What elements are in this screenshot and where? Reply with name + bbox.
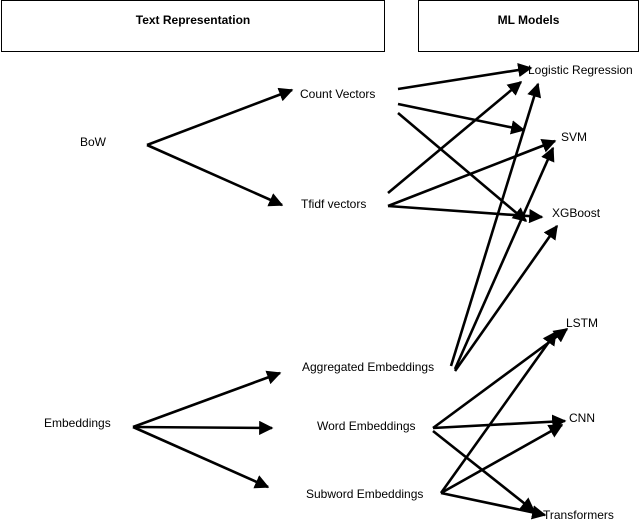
node-xgboost: XGBoost	[552, 206, 601, 220]
node-word-embeddings: Word Embeddings	[317, 419, 416, 433]
edge-aggregated-embeddings-to-xgboost	[453, 224, 559, 372]
edge-tfidf-vectors-to-svm	[387, 139, 557, 208]
node-bow: BoW	[80, 135, 107, 149]
node-count-vectors: Count Vectors	[300, 87, 376, 101]
node-aggregated-embeddings: Aggregated Embeddings	[302, 360, 435, 374]
node-logistic-regression: Logistic Regression	[528, 63, 633, 77]
edge-aggregated-embeddings-to-logistic-regression	[449, 82, 542, 367]
edge-tfidf-vectors-to-xgboost	[387, 204, 544, 224]
node-lstm: LSTM	[566, 316, 599, 330]
node-tfidf-vectors: Tfidf vectors	[301, 197, 367, 211]
node-svm: SVM	[561, 130, 588, 144]
edge-embeddings-to-subword-embeddings	[132, 425, 270, 489]
header-ml-models: ML Models	[418, 0, 639, 52]
edge-subword-embeddings-to-lstm	[439, 330, 558, 494]
node-embeddings: Embeddings	[44, 416, 111, 430]
edge-embeddings-to-word-embeddings	[132, 420, 274, 436]
node-transformers: Transformers	[543, 508, 614, 522]
node-cnn: CNN	[569, 411, 595, 425]
edge-aggregated-embeddings-to-svm	[453, 146, 555, 370]
edge-tfidf-vectors-to-logistic-regression	[387, 81, 523, 194]
header-text-representation: Text Representation	[1, 0, 385, 52]
edge-embeddings-to-aggregated-embeddings	[132, 370, 282, 429]
edge-word-embeddings-to-transformers	[432, 429, 536, 513]
edge-count-vectors-to-svm	[397, 102, 526, 135]
edge-bow-to-count-vectors	[146, 87, 294, 147]
edge-subword-embeddings-to-cnn	[440, 423, 564, 495]
edge-word-embeddings-to-cnn	[432, 414, 567, 430]
node-subword-embeddings: Subword Embeddings	[306, 487, 424, 501]
edge-subword-embeddings-to-transformers	[440, 491, 547, 520]
edge-count-vectors-to-xgboost	[397, 112, 528, 222]
edge-bow-to-tfidf-vectors	[146, 143, 284, 207]
edge-count-vectors-to-logistic-regression	[397, 62, 533, 91]
